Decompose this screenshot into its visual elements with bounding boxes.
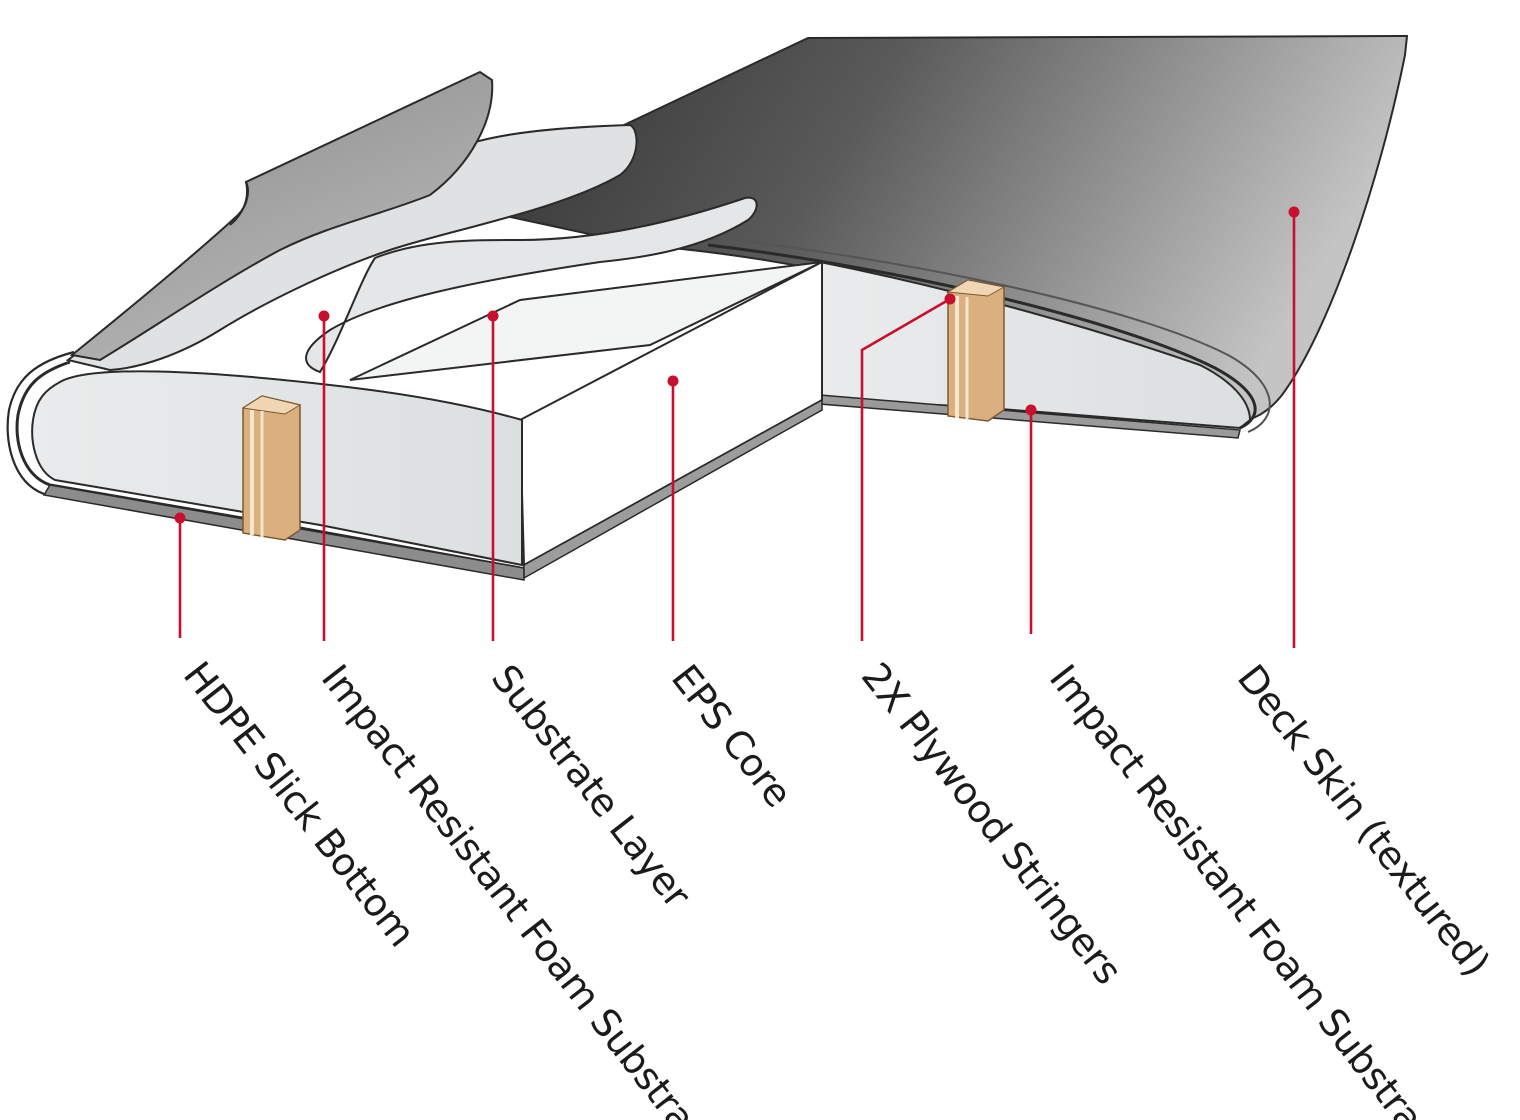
plywood-stringer-left (241, 395, 302, 541)
leader-line (860, 297, 951, 641)
leader-dot (667, 375, 679, 387)
label-eps-core: EPS Core (663, 656, 801, 815)
callout-leaders (174, 206, 1300, 648)
leader-dot (318, 310, 330, 322)
leader-impact-foam-bottom (318, 310, 330, 641)
plywood-stringer-right (946, 279, 1006, 422)
leader-dot (174, 512, 186, 524)
leader-dot (1288, 206, 1300, 218)
hdpe-peel-sheet (69, 70, 494, 362)
leader-plywood-stringers (860, 293, 956, 641)
board-illustration (6, 34, 1409, 581)
leader-dot (1025, 404, 1037, 416)
leader-hdpe-slick-bottom (174, 512, 186, 638)
leader-eps-core (667, 375, 679, 641)
right-rail-edge (707, 243, 1257, 430)
label-hdpe-slick-bottom: HDPE Slick Bottom (175, 653, 424, 954)
leader-substrate-layer (487, 310, 499, 641)
leader-dot (487, 310, 499, 322)
substrate-layer-sheet (305, 196, 758, 374)
right-side-foam (819, 260, 1252, 430)
leader-dot (944, 293, 956, 305)
left-rail-wrap-outer (15, 360, 521, 570)
leader-deck-skin (1288, 206, 1300, 648)
leader-impact-foam-top (1025, 404, 1037, 634)
callout-labels: HDPE Slick Bottom Impact Resistant Foam … (175, 653, 1499, 1120)
